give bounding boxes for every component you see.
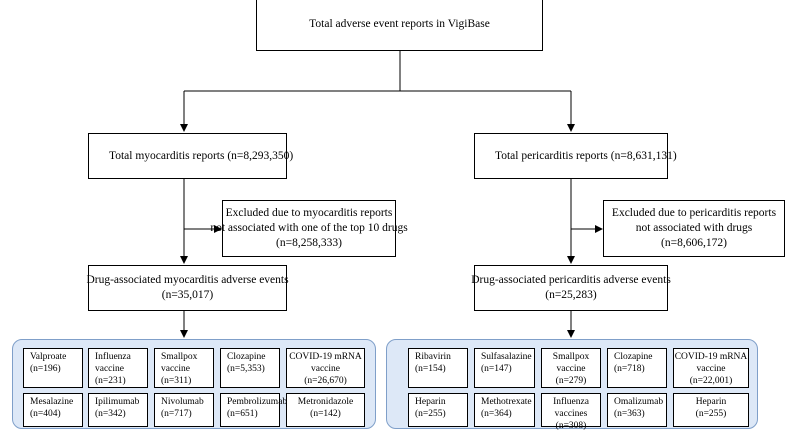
drug-count: (n=231)	[95, 375, 126, 386]
total-reports-box: Total adverse event reports in VigiBase	[256, 0, 543, 51]
drug-count: (n=363)	[614, 408, 645, 419]
drug-name: Ribavirin	[415, 352, 451, 362]
pericarditis-associated-box: Drug-associated pericarditis adverse eve…	[471, 265, 671, 311]
drug-count: (n=154)	[415, 363, 446, 374]
myocarditis-total-label: Total myocarditis reports (n=8,293,350)	[109, 149, 294, 162]
pericarditis-total-label: Total pericarditis reports (n=8,631,131)	[495, 149, 677, 162]
drug-name: Smallpox vaccine	[552, 352, 590, 374]
drug-count: (n=142)	[310, 408, 341, 419]
connector-lines	[180, 51, 603, 338]
drug-count: (n=147)	[481, 363, 512, 374]
drug-name: Clozapine	[614, 352, 653, 362]
drug-count: (n=311)	[161, 375, 192, 386]
myo-drug-smallpox-vaccine: Smallpox vaccine (n=311)	[154, 348, 214, 388]
drug-count: (n=364)	[481, 408, 512, 419]
drug-count: (n=255)	[415, 408, 446, 419]
myocarditis-total-box: Total myocarditis reports (n=8,293,350)	[88, 133, 293, 179]
peri-drug-clozapine: Clozapine (n=718)	[607, 348, 667, 388]
total-reports-label: Total adverse event reports in VigiBase	[309, 18, 490, 31]
myocarditis-excluded-box: Excluded due to myocarditis reports not …	[210, 200, 408, 257]
drug-name: Valproate	[30, 352, 67, 362]
drug-name: Omalizumab	[614, 397, 664, 407]
drug-count: (n=5,353)	[227, 363, 265, 374]
drug-name: Mesalazine	[30, 397, 74, 407]
drug-name: COVID-19 mRNA vaccine	[674, 352, 748, 374]
drug-name: COVID-19 mRNA vaccine	[289, 352, 362, 374]
myocarditis-associated-box: Drug-associated myocarditis adverse even…	[86, 265, 289, 311]
myocarditis-excluded-line1: Excluded due to myocarditis reports	[225, 207, 393, 220]
myo-drug-nivolumab: Nivolumab (n=717)	[154, 393, 214, 427]
myo-drug-clozapine: Clozapine (n=5,353)	[220, 348, 280, 388]
myo-drug-pembrolizumab: Pembrolizumab (n=651)	[220, 393, 288, 427]
pericarditis-excluded-box: Excluded due to pericarditis reports not…	[603, 200, 785, 257]
drug-name: Heparin	[695, 397, 727, 407]
myo-drug-influenza-vaccine: Influenza vaccine (n=231)	[88, 348, 148, 388]
myocarditis-associated-line1: Drug-associated myocarditis adverse even…	[86, 274, 289, 287]
myocarditis-associated-line2: (n=35,017)	[161, 289, 214, 301]
drug-count: (n=279)	[555, 375, 587, 386]
drug-count: (n=342)	[95, 408, 126, 419]
peri-drug-heparin-2: Heparin (n=255)	[673, 393, 749, 427]
myo-drug-ipilimumab: Ipilimumab (n=342)	[88, 393, 148, 427]
drug-name: Pembrolizumab	[227, 397, 288, 407]
myocarditis-excluded-line2: not associated with one of the top 10 dr…	[210, 222, 408, 235]
drug-count: (n=404)	[30, 408, 61, 419]
drug-name: Nivolumab	[161, 397, 204, 407]
drug-name: Influenza vaccines	[553, 397, 589, 419]
peri-drug-influenza-vaccines: Influenza vaccines (n=308)	[541, 393, 601, 431]
myo-drug-covid-vaccine: COVID-19 mRNA vaccine (n=26,670)	[286, 348, 365, 388]
drug-name: Methotrexate	[481, 397, 532, 407]
drug-count: (n=718)	[614, 363, 645, 374]
myo-drug-mesalazine: Mesalazine (n=404)	[23, 393, 83, 427]
drug-name: Metronidazole	[297, 397, 354, 407]
drug-count: (n=308)	[555, 420, 587, 431]
pericarditis-excluded-line1: Excluded due to pericarditis reports	[611, 207, 777, 220]
drug-name: Smallpox vaccine	[161, 352, 198, 374]
peri-drug-omalizumab: Omalizumab (n=363)	[607, 393, 667, 427]
drug-name: Sulfasalazine	[481, 352, 532, 362]
drug-name: Ipilimumab	[95, 397, 140, 407]
pericarditis-excluded-line2: not associated with drugs	[635, 222, 753, 235]
peri-drug-heparin: Heparin (n=255)	[408, 393, 468, 427]
drug-count: (n=22,001)	[689, 375, 733, 386]
peri-drug-covid-vaccine: COVID-19 mRNA vaccine (n=22,001)	[673, 348, 749, 388]
drug-name: Clozapine	[227, 352, 266, 362]
peri-drug-smallpox-vaccine: Smallpox vaccine (n=279)	[541, 348, 601, 388]
pericarditis-associated-line1: Drug-associated pericarditis adverse eve…	[471, 274, 671, 287]
drug-count: (n=196)	[30, 363, 61, 374]
pericarditis-excluded-line3: (n=8,606,172)	[661, 236, 727, 249]
myocarditis-excluded-line3: (n=8,258,333)	[276, 236, 342, 249]
myo-drug-metronidazole: Metronidazole (n=142)	[286, 393, 365, 427]
peri-drug-ribavirin: Ribavirin (n=154)	[408, 348, 468, 388]
drug-name: Heparin	[415, 397, 446, 407]
peri-drug-methotrexate: Methotrexate (n=364)	[474, 393, 535, 427]
pericarditis-associated-line2: (n=25,283)	[545, 289, 597, 301]
drug-name: Influenza vaccine	[95, 352, 131, 374]
peri-drug-sulfasalazine: Sulfasalazine (n=147)	[474, 348, 535, 388]
pericarditis-total-box: Total pericarditis reports (n=8,631,131)	[474, 133, 677, 179]
drug-count: (n=651)	[227, 408, 258, 419]
drug-count: (n=717)	[161, 408, 192, 419]
myo-drug-valproate: Valproate (n=196)	[23, 348, 83, 388]
drug-count: (n=26,670)	[304, 375, 347, 386]
drug-count: (n=255)	[695, 408, 727, 419]
